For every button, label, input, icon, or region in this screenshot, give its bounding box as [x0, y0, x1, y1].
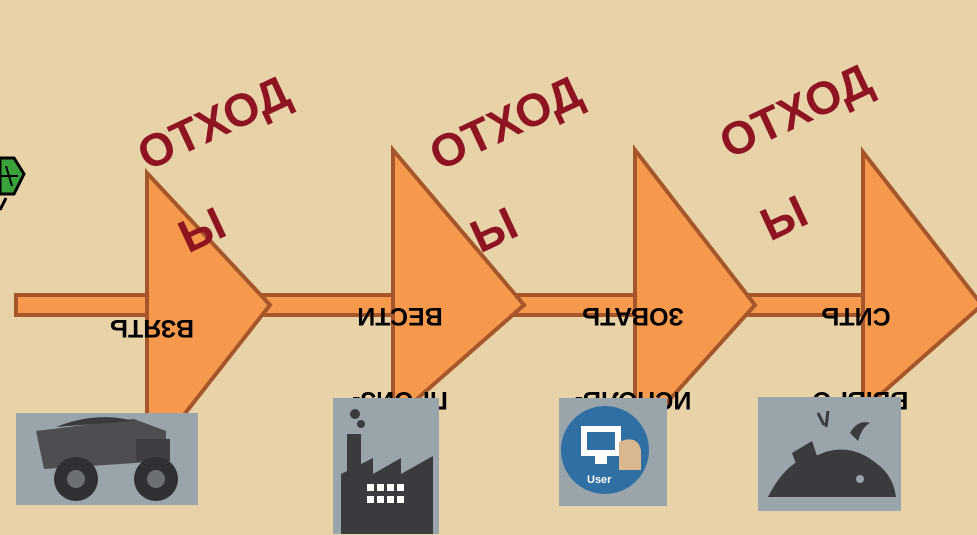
step-label-line: ЗОВАТЬ	[582, 302, 684, 330]
step-label-line: ВЕСТИ	[357, 302, 443, 330]
user-computer-icon-wrapper: User	[559, 398, 667, 506]
arrow-shape-2	[391, 144, 527, 425]
green-leaf-icon	[0, 156, 26, 211]
arrow-shape-4	[861, 146, 977, 415]
waste-label-line: ОТХОД	[711, 52, 880, 169]
step-label-line: ВЗЯТЬ	[110, 314, 194, 342]
user-icon-caption: User	[587, 474, 612, 486]
factory-icon	[333, 398, 439, 534]
arrow-shape-1	[145, 167, 273, 468]
waste-label-line: ОТХОД	[421, 64, 590, 181]
arrow-shape-3	[633, 144, 758, 444]
step-label-line: СИТЬ	[821, 302, 891, 330]
garbage-pile-icon	[758, 397, 901, 511]
mining-truck-icon	[16, 413, 198, 505]
waste-label-line: ОТХОД	[129, 64, 298, 181]
user-computer-icon	[559, 398, 667, 506]
